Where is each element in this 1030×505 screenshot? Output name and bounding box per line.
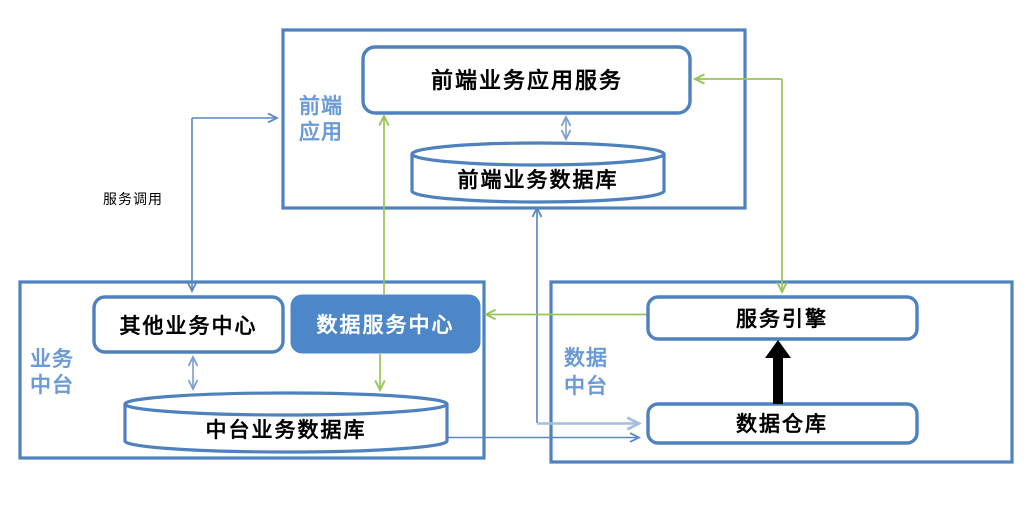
node-frontend-app-service-label: 前端业务应用服务 (431, 68, 623, 94)
svg-text:中台: 中台 (30, 373, 74, 397)
svg-text:数据: 数据 (564, 346, 608, 370)
connector-service-call (192, 118, 277, 291)
node-data-service-center (290, 294, 481, 354)
node-service-engine-label: 服务引擎 (736, 307, 828, 331)
data-platform-container-label: 数据 中台 (564, 346, 608, 398)
node-other-business-center-label: 其他业务中心 (120, 314, 258, 338)
svg-text:前端: 前端 (299, 94, 343, 118)
node-other-business-center (92, 295, 285, 354)
connector-appservice-engine (695, 79, 782, 292)
node-middle-db: 中台业务数据库 (123, 391, 449, 454)
frontend-container-label: 前端 应用 (299, 94, 343, 144)
node-middle-db-label: 中台业务数据库 (206, 418, 367, 442)
service-call-edge-label: 服务调用 (103, 192, 163, 208)
connector-warehouse-engine-thick-arrow (765, 340, 791, 404)
node-frontend-app-service (361, 45, 692, 115)
svg-text:业务: 业务 (30, 347, 74, 371)
node-frontend-db: 前端业务数据库 (410, 141, 666, 204)
svg-text:中台: 中台 (564, 374, 608, 398)
svg-text:应用: 应用 (299, 120, 343, 144)
node-frontend-db-label: 前端业务数据库 (458, 168, 619, 192)
node-service-engine (646, 295, 919, 341)
business-platform-container-label: 业务 中台 (30, 347, 74, 397)
connector-frontdb-warehouse (537, 208, 639, 424)
node-data-service-center-label: 数据服务中心 (317, 313, 455, 337)
node-data-warehouse-label: 数据仓库 (736, 412, 828, 436)
